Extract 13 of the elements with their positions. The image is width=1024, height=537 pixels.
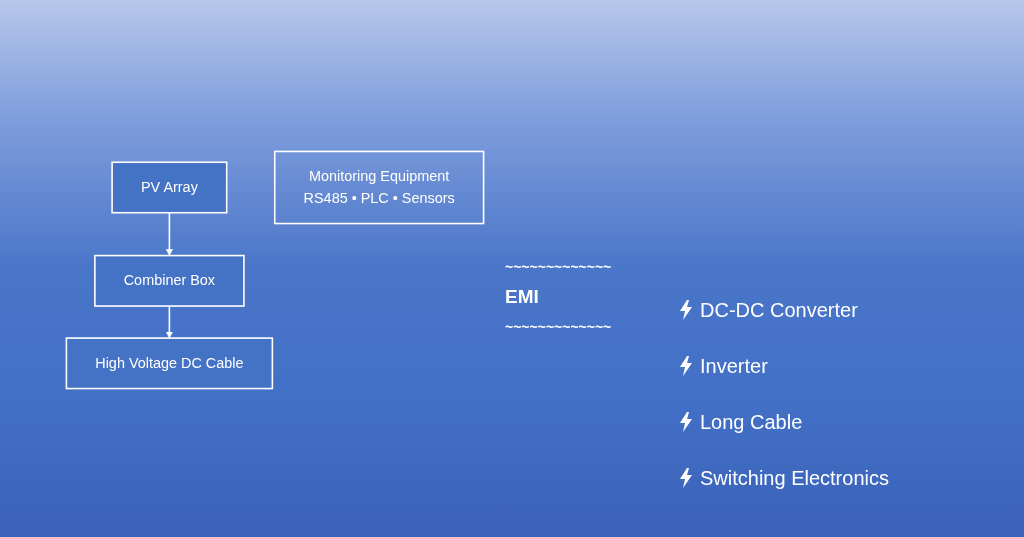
list-item-text: DC-DC Converter [700, 298, 858, 322]
wave-text: ~~~~~~~~~~~~~ [505, 319, 612, 335]
process-box: High Voltage DC Cable [65, 337, 274, 390]
wave-text: ~~~~~~~~~~~~~ [505, 259, 612, 275]
process-box: PV Array [111, 161, 228, 214]
list-item-text: Long Cable [700, 410, 803, 434]
process-box: Monitoring Equipment RS485 • PLC • Sensors [273, 150, 485, 225]
arrow [165, 305, 173, 339]
list-item-text: Inverter [700, 354, 768, 378]
process-box: Combiner Box [94, 254, 245, 307]
heading-text: EMI [505, 286, 539, 308]
arrow [165, 211, 173, 256]
list-item-text: Switching Electronics [700, 466, 889, 490]
